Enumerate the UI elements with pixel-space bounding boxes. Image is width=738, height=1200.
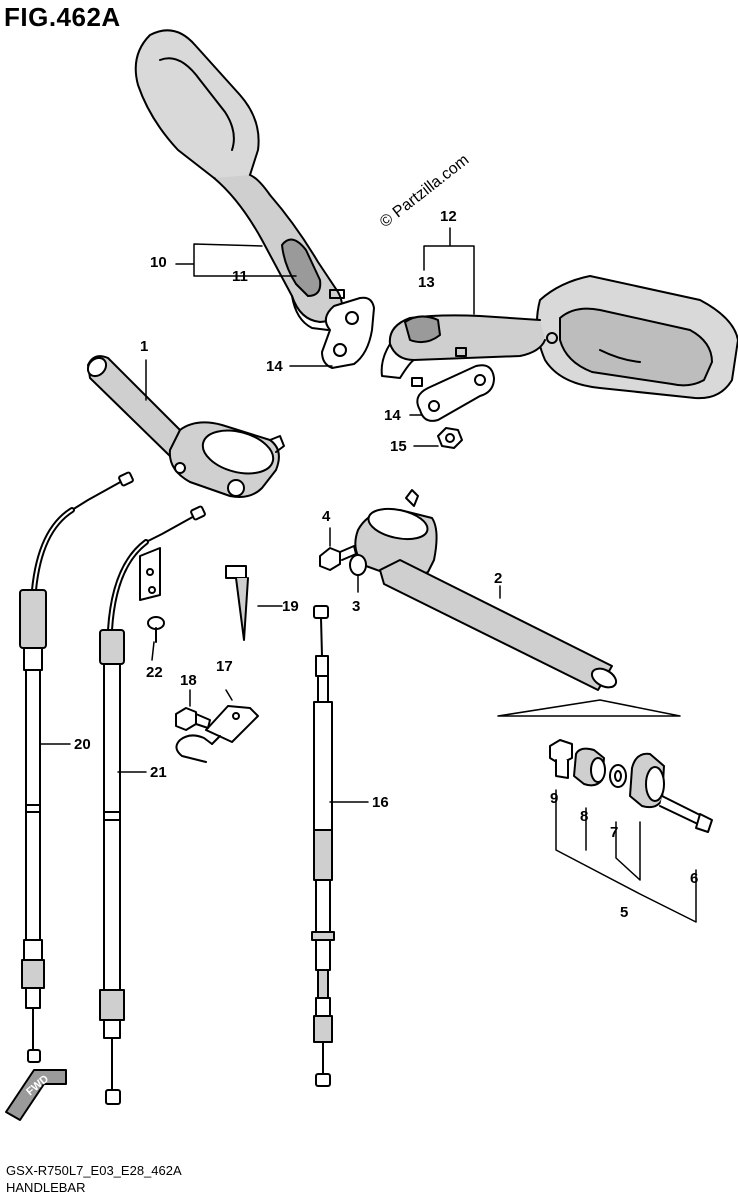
right-handlebar [354,489,618,691]
rubber-8 [573,747,606,787]
callout-11: 11 [232,268,248,285]
callout-12: 12 [440,208,457,225]
callout-7: 7 [610,824,619,841]
cable-tie-19 [225,565,249,641]
callout-20: 20 [74,736,91,753]
callout-5: 5 [620,904,629,921]
callout-21: 21 [150,764,167,781]
callout-3: 3 [352,598,361,615]
callout-2: 2 [494,570,503,587]
callout-10: 10 [150,254,167,271]
cable-16 [311,605,335,1087]
bolt-18 [175,707,211,731]
callout-17: 17 [216,658,233,675]
leader-lines [39,227,697,923]
balancer-guide [497,699,681,717]
screw-22 [147,616,165,643]
mirror-plate-right [416,364,495,422]
right-mirror [380,275,738,400]
collar-9 [549,739,573,779]
callout-22: 22 [146,664,163,681]
callout-14-right: 14 [384,407,401,424]
forward-arrow [5,1069,67,1121]
callout-9: 9 [550,790,559,807]
bolt-4 [319,545,357,571]
callout-15: 15 [390,438,407,455]
callout-14-left: 14 [266,358,283,375]
left-mirror [134,29,345,331]
mirror-plate-left [321,296,375,369]
callout-8: 8 [580,808,589,825]
left-handlebar [86,355,285,498]
collar-3 [349,554,367,576]
callout-13: 13 [418,274,435,291]
callout-6: 6 [690,870,699,887]
screw-6 [659,795,713,833]
section-name: HANDLEBAR [6,1180,86,1195]
model-code: GSX-R750L7_E03_E28_462A [6,1163,182,1178]
callout-1: 1 [140,338,149,355]
throttle-cable-20 [19,471,134,1063]
callout-18: 18 [180,672,197,689]
figure-title: FIG.462A [4,2,121,32]
callout-16: 16 [372,794,389,811]
nut-15 [437,427,463,449]
throttle-cable-21 [99,505,206,1105]
cable-clamp-17 [175,705,259,763]
washer-7 [609,764,627,788]
balancer-5 [629,752,665,809]
callout-19: 19 [282,598,299,615]
callout-4: 4 [322,508,331,525]
